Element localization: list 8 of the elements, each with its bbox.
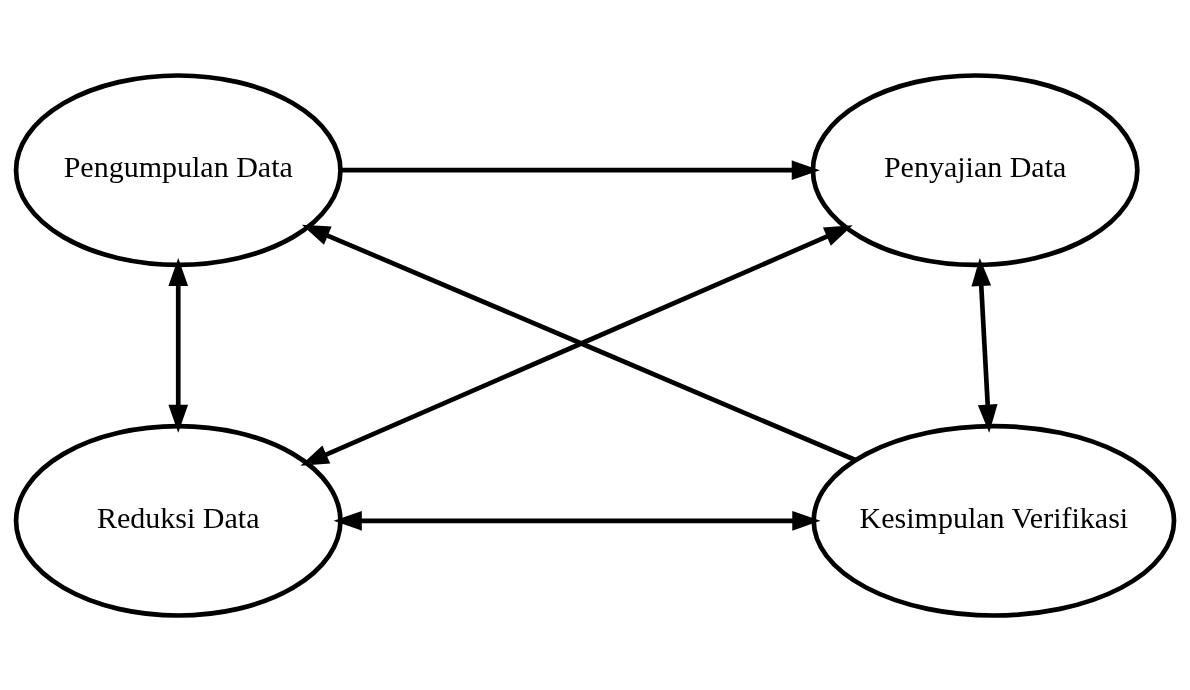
node-ellipse: Pengumpulan Data [13,72,343,267]
arrow [333,510,821,531]
arrow [168,257,189,433]
node-ellipse: Reduksi Data [13,423,343,618]
node-ellipse: Penyajian Data [810,72,1140,267]
arrow [971,257,998,433]
arrow [340,159,820,180]
node-ellipse: Kesimpulan Verifikasi [811,423,1177,618]
